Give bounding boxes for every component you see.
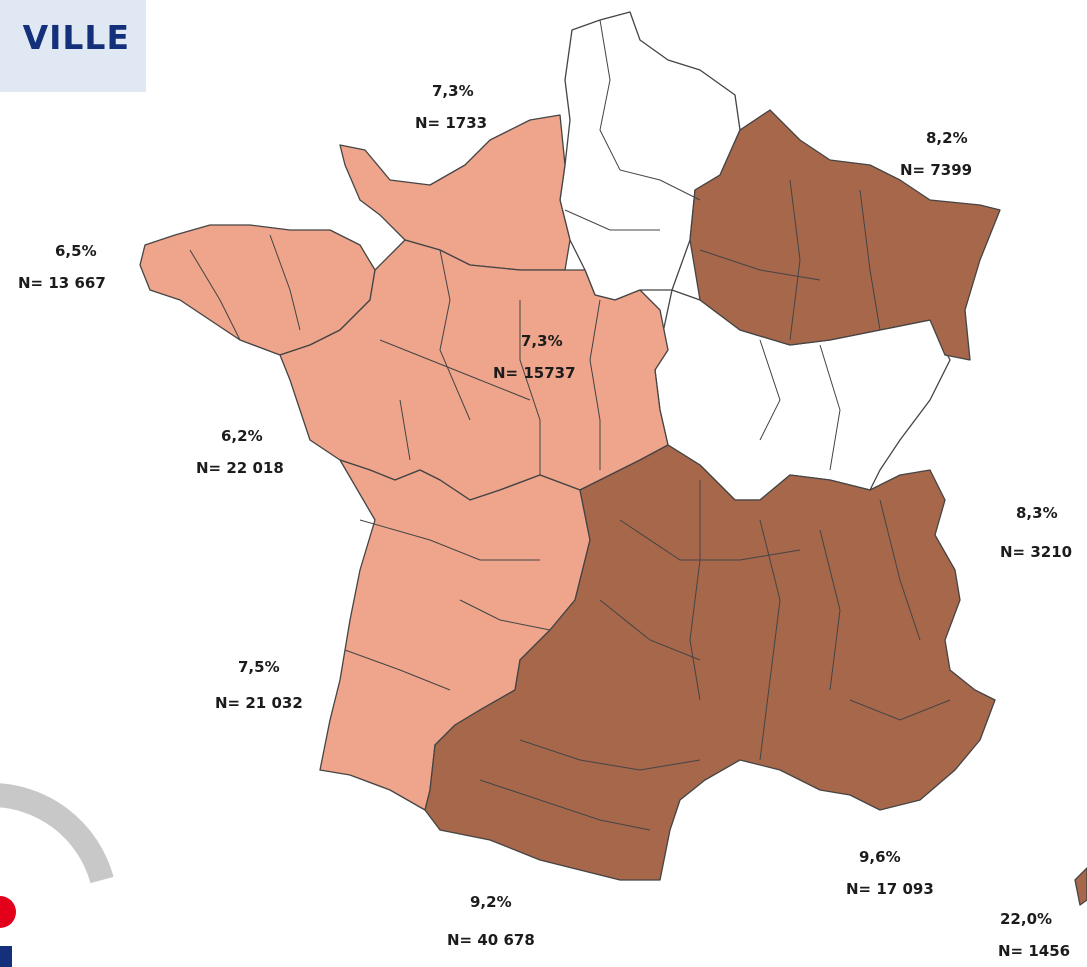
logo-dot-icon [0, 896, 16, 928]
n-auvergne-rhone-alpes: N= 3210 [1000, 543, 1073, 561]
region-corse [1074, 867, 1087, 906]
n-paca: N= 17 093 [846, 880, 934, 898]
n-corse: N= 1456 [998, 942, 1071, 960]
pct-nouvelle-aquitaine: 7,5% [238, 658, 280, 676]
pct-grand-est: 8,2% [926, 129, 968, 147]
pct-paca: 9,6% [859, 848, 901, 866]
pct-bretagne: 6,5% [55, 242, 97, 260]
region-normandie [339, 114, 571, 271]
n-normandie: N= 1733 [415, 114, 488, 132]
region-south [424, 444, 996, 881]
logo-arc [0, 783, 114, 884]
n-grand-est: N= 7399 [900, 161, 973, 179]
region-grand-est [689, 109, 1001, 361]
pct-corse: 22,0% [1000, 910, 1053, 928]
map-title: VILLE [22, 18, 130, 57]
pct-pays-de-la-loire: 6,2% [221, 427, 263, 445]
n-bretagne: N= 13 667 [18, 274, 106, 292]
pct-normandie: 7,3% [432, 82, 474, 100]
pct-auvergne-rhone-alpes: 8,3% [1016, 504, 1058, 522]
logo-bar-icon [0, 946, 12, 967]
n-centre: N= 15737 [493, 364, 576, 382]
n-pays-de-la-loire: N= 22 018 [196, 459, 284, 477]
pct-centre: 7,3% [521, 332, 563, 350]
department-borders [189, 19, 951, 831]
n-occitanie: N= 40 678 [447, 931, 535, 949]
n-nouvelle-aquitaine: N= 21 032 [215, 694, 303, 712]
title-banner: VILLE [0, 0, 146, 92]
pct-occitanie: 9,2% [470, 893, 512, 911]
